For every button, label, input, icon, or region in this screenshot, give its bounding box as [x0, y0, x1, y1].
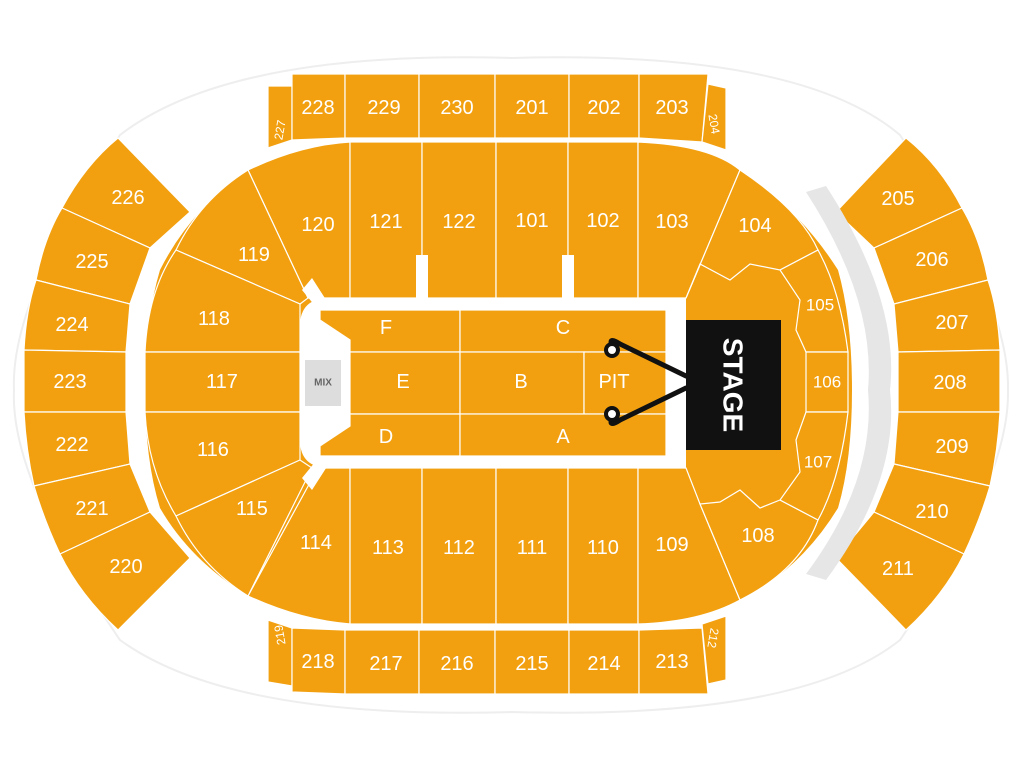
section-217[interactable]	[344, 629, 420, 695]
section-115[interactable]	[175, 459, 313, 597]
section-201[interactable]	[494, 73, 570, 139]
section-227[interactable]	[267, 85, 293, 149]
section-214[interactable]	[568, 629, 640, 695]
section-212[interactable]	[701, 615, 727, 685]
floor-section-b[interactable]	[459, 351, 585, 415]
section-112[interactable]	[421, 467, 497, 625]
tunnel-top	[302, 278, 330, 312]
section-104[interactable]	[685, 169, 819, 299]
section-101[interactable]	[495, 141, 569, 299]
section-113[interactable]	[349, 467, 423, 625]
section-107[interactable]	[779, 411, 849, 521]
section-230[interactable]	[418, 73, 496, 139]
section-203[interactable]	[638, 73, 709, 143]
floor-section-e[interactable]	[349, 351, 461, 415]
section-220[interactable]	[59, 511, 191, 631]
section-121[interactable]	[349, 141, 423, 299]
section-110[interactable]	[567, 467, 639, 625]
section-223[interactable]	[23, 349, 127, 413]
section-228[interactable]	[291, 73, 346, 141]
section-102[interactable]	[567, 141, 639, 299]
section-202[interactable]	[568, 73, 640, 139]
floor-section-a[interactable]	[459, 413, 667, 457]
stage-label: STAGE	[718, 338, 749, 432]
section-108[interactable]	[699, 489, 819, 601]
section-204[interactable]	[701, 83, 727, 151]
section-106[interactable]	[805, 351, 849, 413]
section-208[interactable]	[897, 349, 1001, 413]
section-216[interactable]	[418, 629, 496, 695]
tunnel-bottom	[302, 456, 330, 490]
mix-label: MIX	[314, 378, 332, 389]
section-229[interactable]	[344, 73, 420, 139]
aisle-left	[416, 255, 428, 300]
section-213[interactable]	[638, 627, 709, 695]
section-218[interactable]	[291, 627, 346, 695]
floor-section-c[interactable]	[459, 309, 667, 353]
right-wing-walkway	[806, 186, 892, 580]
stage	[686, 320, 781, 450]
section-219[interactable]	[267, 619, 293, 687]
section-111[interactable]	[495, 467, 569, 625]
section-211[interactable]	[835, 511, 965, 631]
aisle-right	[562, 255, 574, 300]
section-109[interactable]	[637, 467, 741, 625]
section-117[interactable]	[144, 351, 301, 413]
section-215[interactable]	[494, 629, 570, 695]
mix-booth	[305, 360, 341, 406]
section-122[interactable]	[421, 141, 497, 299]
runway-end-upper	[604, 342, 620, 358]
runway-end-lower	[604, 406, 620, 422]
section-105[interactable]	[779, 249, 849, 353]
